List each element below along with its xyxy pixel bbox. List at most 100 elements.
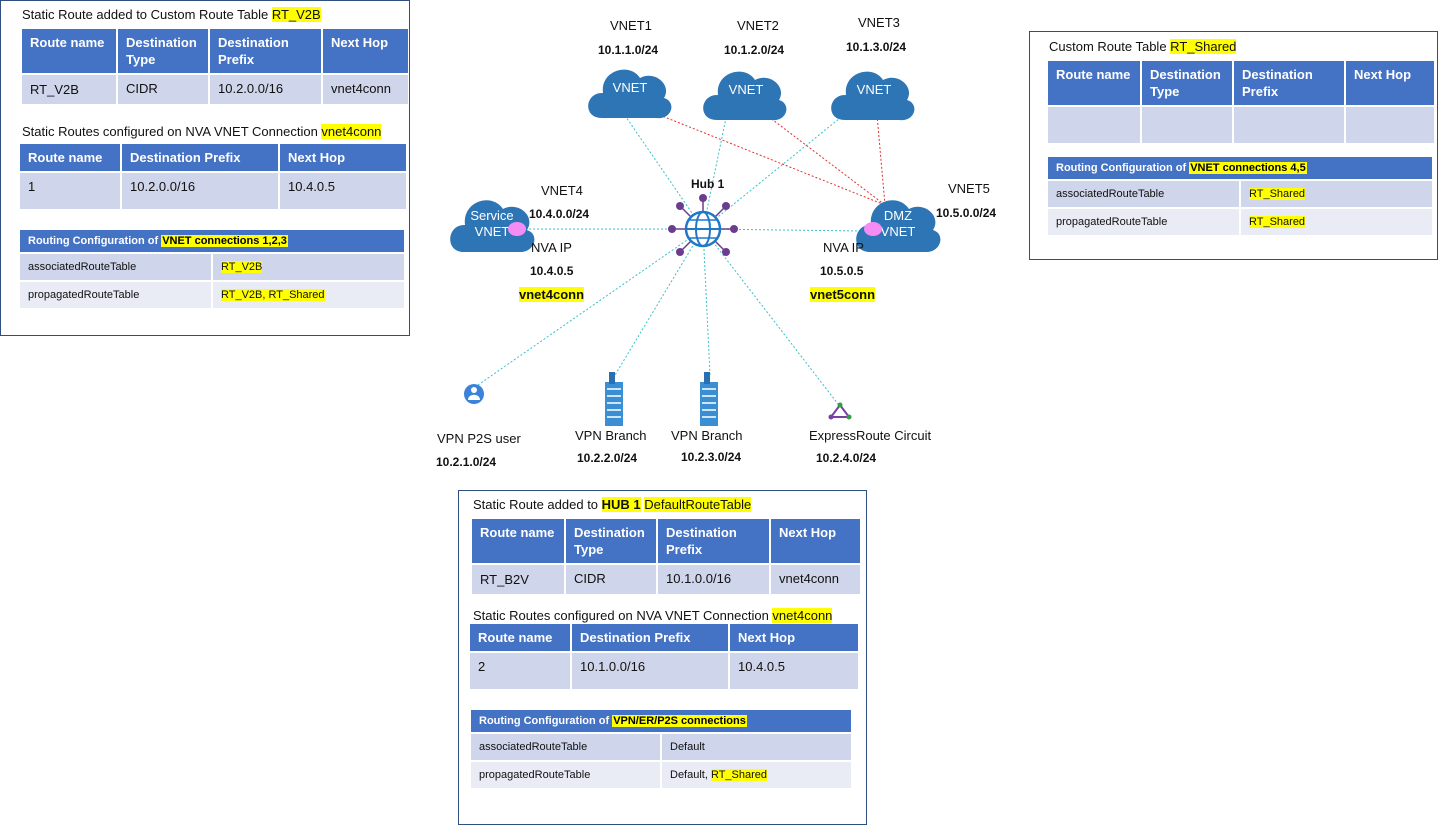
hub-connections — [477, 116, 863, 405]
vnet1-cidr: 10.1.1.0/24 — [598, 43, 659, 57]
vnet5-name: VNET5 — [948, 181, 990, 196]
config-value-highlight: RT_V2B — [221, 261, 263, 273]
col-destination-type: Destination Type — [118, 29, 208, 73]
col-destination-prefix: Destination Prefix — [122, 144, 278, 171]
col-next-hop: Next Hop — [771, 519, 860, 563]
link-hub-branch2 — [702, 228, 711, 376]
table-row: 2 10.1.0.0/16 10.4.0.5 — [470, 653, 858, 689]
routing-config-header-highlight: VPN/ER/P2S connections — [612, 715, 747, 727]
col-next-hop: Next Hop — [323, 29, 408, 73]
link-hub-vnet3 — [702, 117, 841, 230]
er-cidr: 10.2.4.0/24 — [816, 451, 877, 465]
bottom-static-route-table: Route name Destination Type Destination … — [470, 517, 862, 596]
table-row: RT_V2B CIDR 10.2.0.0/16 vnet4conn — [22, 75, 408, 104]
cell — [1048, 107, 1140, 143]
bottom-panel-subtitle-highlight: vnet4conn — [772, 608, 833, 623]
cell: RT_B2V — [472, 565, 564, 594]
link-vnet1-dmz — [651, 111, 886, 206]
branch1-cidr: 10.2.2.0/24 — [577, 451, 638, 465]
vnet5-nva-ip: 10.5.0.5 — [820, 264, 864, 278]
vnet5-cloud[interactable]: DMZ VNET — [856, 200, 941, 253]
vnet5-nva-dot — [864, 222, 882, 236]
right-panel-title-highlight: RT_Shared — [1170, 39, 1237, 54]
config-row: propagatedRouteTable RT_V2B, RT_Shared — [20, 282, 404, 308]
vpn-branch-building-icon-2[interactable] — [700, 372, 718, 426]
right-routing-config: Routing Configuration of VNET connection… — [1048, 157, 1432, 235]
vnet4-name: VNET4 — [541, 183, 583, 198]
vpn-branch-building-icon-1[interactable] — [605, 372, 623, 426]
expressroute-circuit-icon[interactable] — [828, 402, 852, 420]
left-routing-config: Routing Configuration of VNET connection… — [20, 230, 404, 308]
config-value-highlight: RT_Shared — [1249, 216, 1306, 228]
config-key: associatedRouteTable — [20, 254, 211, 280]
table-row: RT_B2V CIDR 10.1.0.0/16 vnet4conn — [472, 565, 860, 594]
link-hub-er — [702, 228, 839, 405]
left-panel-subtitle-text: Static Routes configured on NVA VNET Con… — [22, 124, 322, 139]
vnet1-name: VNET1 — [610, 18, 652, 33]
config-value-text: Default — [670, 741, 705, 753]
vnet2-cloud-label: VNET — [729, 82, 764, 97]
routing-config-header: Routing Configuration of VNET connection… — [20, 230, 404, 252]
col-route-name: Route name — [20, 144, 120, 171]
hub-globe-icon[interactable] — [668, 194, 738, 256]
routing-config-header-text: Routing Configuration of — [1056, 162, 1190, 174]
vnet1-cloud[interactable]: VNET — [588, 69, 672, 119]
config-key: propagatedRouteTable — [1048, 209, 1239, 235]
vnet3-name: VNET3 — [858, 15, 900, 30]
config-row: associatedRouteTable RT_Shared — [1048, 181, 1432, 207]
col-destination-prefix: Destination Prefix — [572, 624, 728, 651]
left-panel-title-highlight: RT_V2B — [271, 7, 321, 22]
left-static-route-table: Route name Destination Type Destination … — [20, 27, 410, 106]
col-destination-prefix: Destination Prefix — [1234, 61, 1344, 105]
cell: vnet4conn — [323, 75, 408, 104]
link-hub-vnet1 — [625, 116, 704, 230]
config-key: propagatedRouteTable — [20, 282, 211, 308]
config-row: associatedRouteTable RT_V2B — [20, 254, 404, 280]
p2s-cidr: 10.2.1.0/24 — [436, 455, 497, 469]
col-destination-type: Destination Type — [1142, 61, 1232, 105]
link-hub-vnet2 — [702, 117, 727, 230]
vnet4-cloud[interactable]: Service VNET — [450, 200, 535, 253]
link-hub-branch1 — [614, 228, 704, 376]
bottom-panel-title-text: Static Route added to — [473, 497, 602, 512]
col-next-hop: Next Hop — [730, 624, 858, 651]
er-name: ExpressRoute Circuit — [809, 428, 932, 443]
col-route-name: Route name — [470, 624, 570, 651]
link-hub-vnet5 — [702, 228, 863, 232]
config-value: Default — [662, 734, 851, 760]
bottom-panel-subtitle-text: Static Routes configured on NVA VNET Con… — [473, 608, 773, 623]
config-value: RT_V2B, RT_Shared — [213, 282, 404, 308]
config-row: propagatedRouteTable RT_Shared — [1048, 209, 1432, 235]
vnet3-cloud[interactable]: VNET — [831, 71, 915, 121]
col-route-name: Route name — [22, 29, 116, 73]
cell: 10.2.0.0/16 — [122, 173, 278, 209]
col-next-hop: Next Hop — [1346, 61, 1434, 105]
config-row: propagatedRouteTable Default, RT_Shared — [471, 762, 851, 788]
vnet2-cloud[interactable]: VNET — [703, 71, 787, 121]
routing-config-header-highlight: VNET connections 4,5 — [1189, 162, 1307, 174]
config-row: associatedRouteTable Default — [471, 734, 851, 760]
vnet5-nva-label: NVA IP — [823, 240, 864, 255]
left-route-panel: Static Route added to Custom Route Table… — [0, 0, 410, 336]
vnet4-cidr: 10.4.0.0/24 — [529, 207, 590, 221]
routing-config-header-text: Routing Configuration of — [28, 235, 162, 247]
p2s-user-icon[interactable] — [464, 384, 484, 404]
vnet5-conn-name: vnet5conn — [810, 287, 876, 302]
cell: RT_V2B — [22, 75, 116, 104]
dmz-connections — [651, 111, 886, 206]
vnet2-name: VNET2 — [737, 18, 779, 33]
bottom-route-panel: Static Route added to HUB 1 DefaultRoute… — [458, 490, 867, 825]
cell — [1142, 107, 1232, 143]
routing-config-header: Routing Configuration of VNET connection… — [1048, 157, 1432, 179]
cell — [1346, 107, 1434, 143]
cell: 10.1.0.0/16 — [658, 565, 769, 594]
right-route-table: Route name Destination Type Destination … — [1046, 59, 1436, 145]
vnet3-cloud-label: VNET — [857, 82, 892, 97]
bottom-panel-subtitle: Static Routes configured on NVA VNET Con… — [473, 608, 833, 623]
cell: CIDR — [118, 75, 208, 104]
config-key: associatedRouteTable — [1048, 181, 1239, 207]
vnet4-cloud-line1: Service — [470, 208, 513, 223]
config-value: RT_Shared — [1241, 181, 1432, 207]
cell: 10.4.0.5 — [280, 173, 406, 209]
routing-config-header-text: Routing Configuration of — [479, 715, 613, 727]
